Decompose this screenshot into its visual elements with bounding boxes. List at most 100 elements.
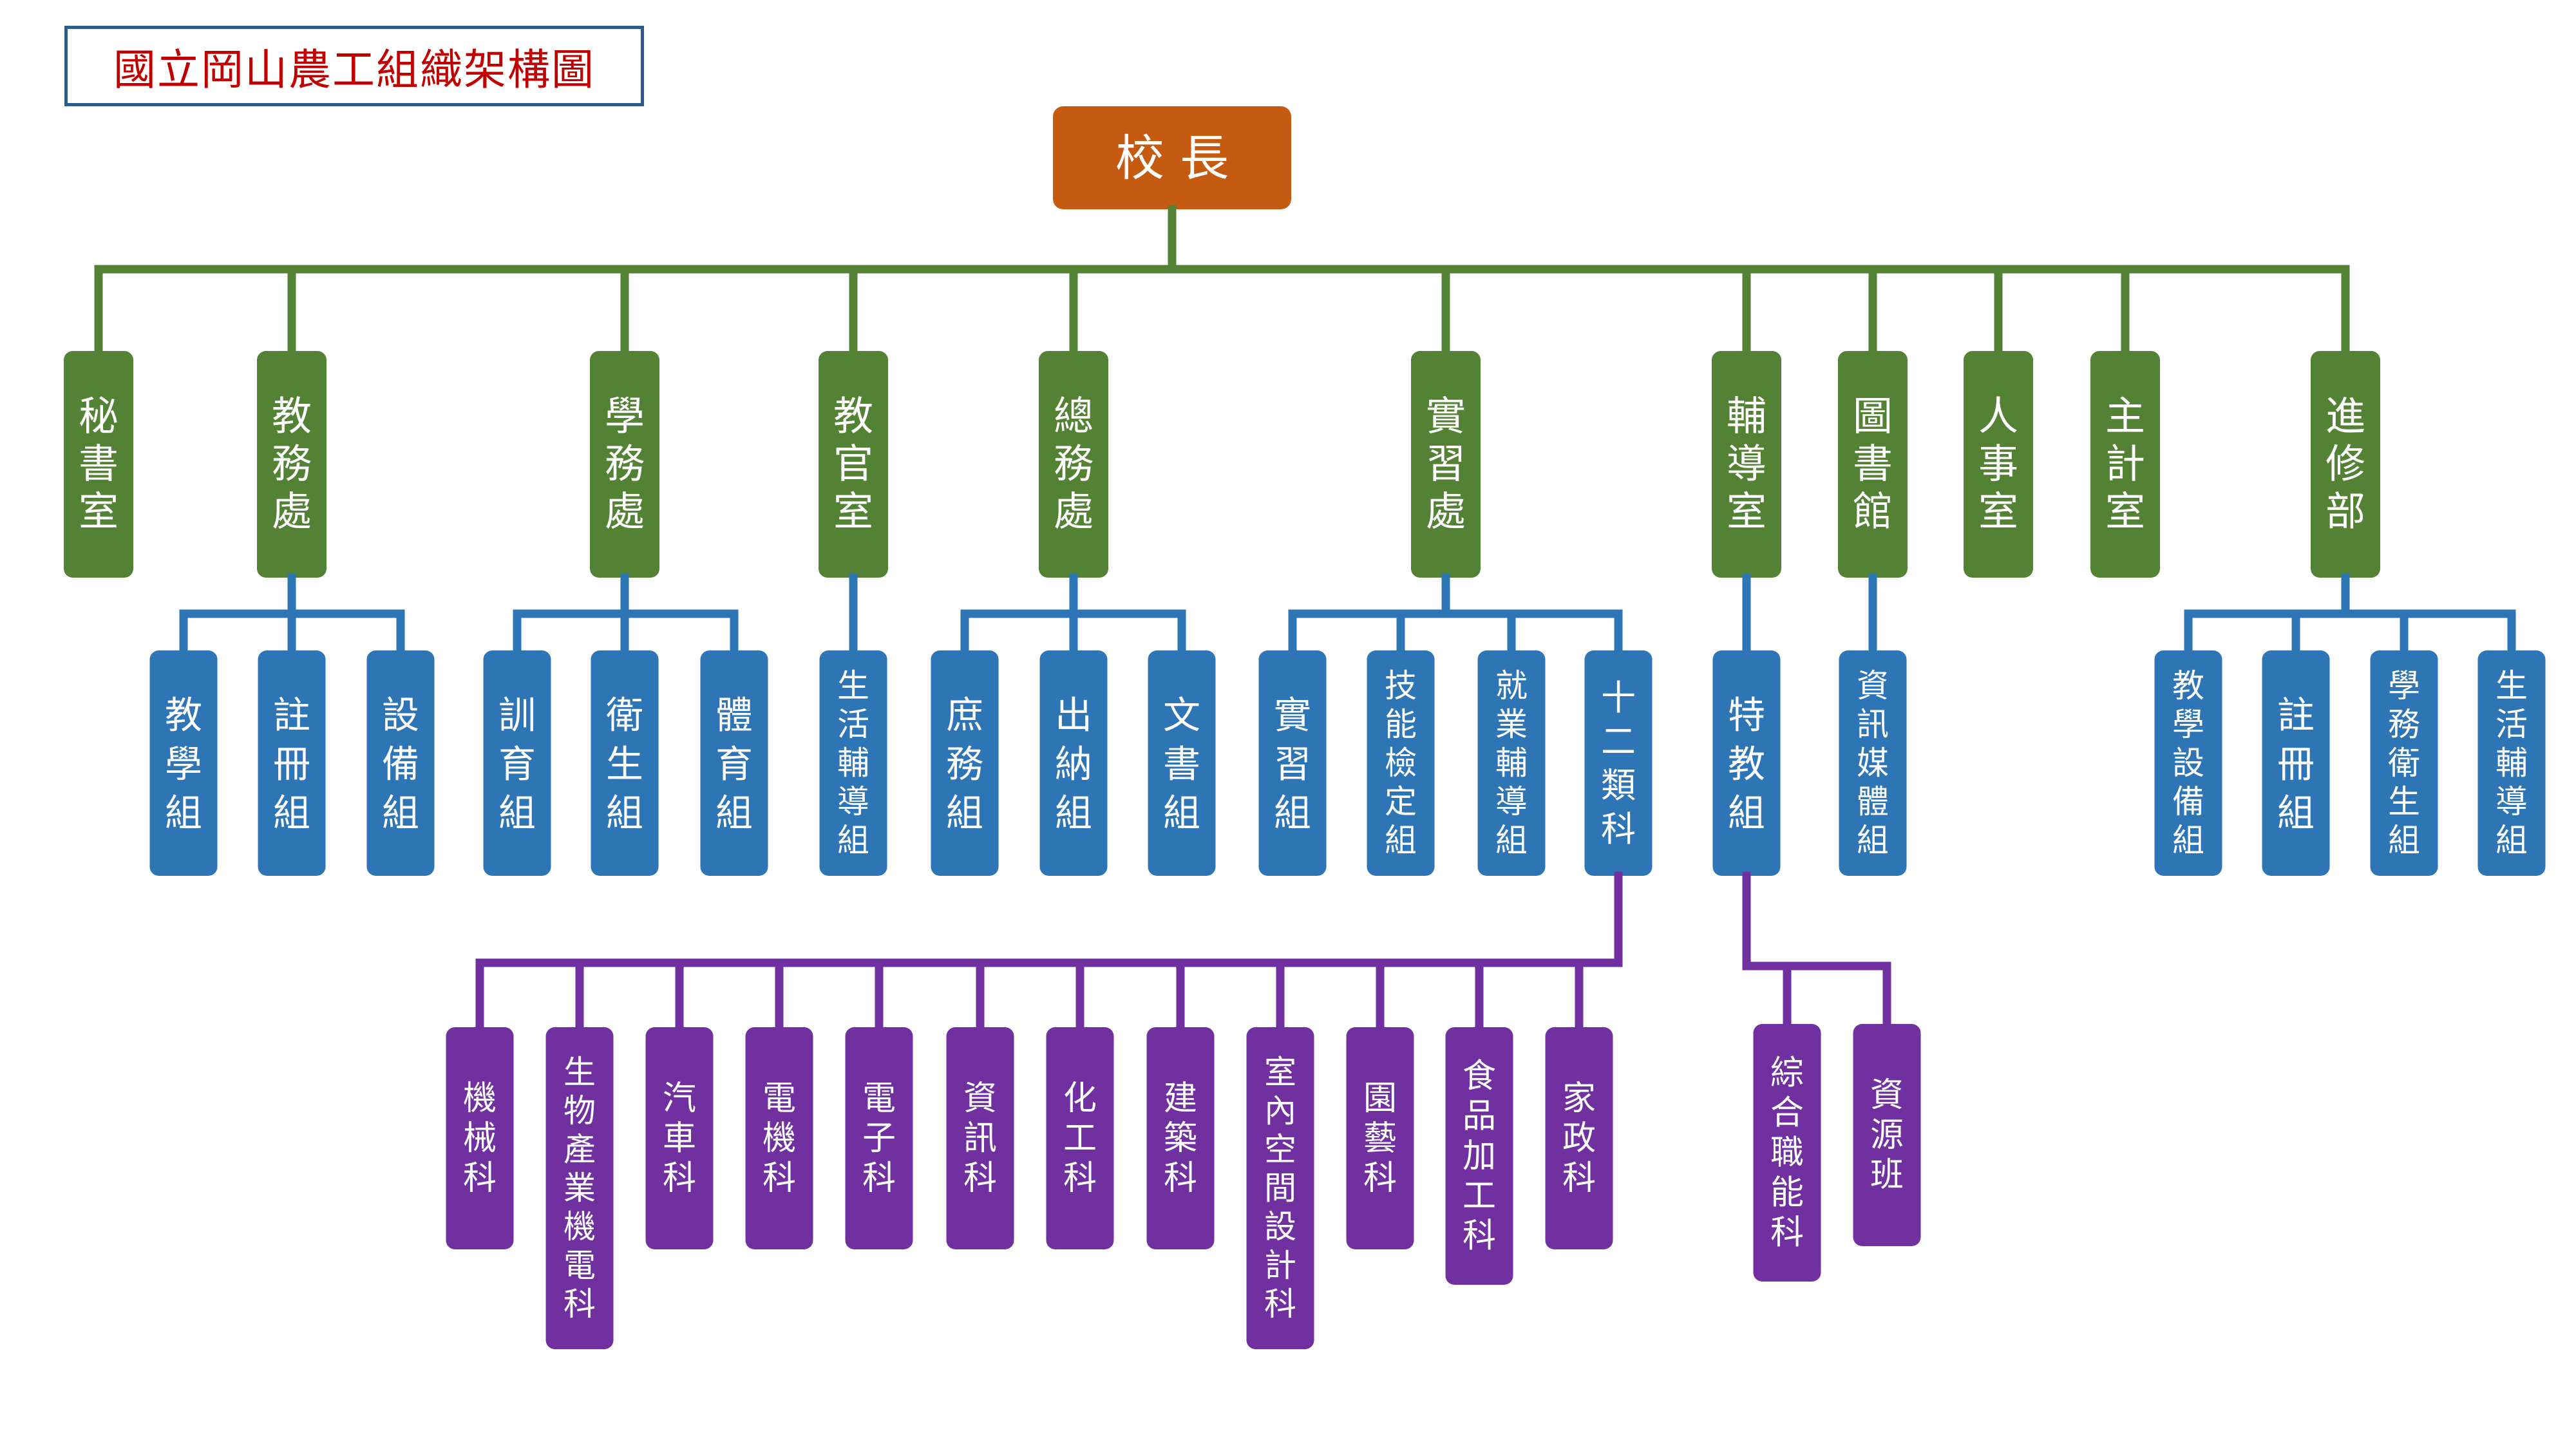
level2-node-char: 組	[1274, 791, 1311, 835]
level1-node-continuing[interactable]: 進修部	[2311, 351, 2380, 578]
level2-node-char: 備	[2172, 783, 2204, 820]
chart-title-box: 國立岡山農工組織架構圖	[64, 26, 644, 106]
level3-node-char: 科	[862, 1159, 896, 1198]
level2-node[interactable]: 體育組	[700, 650, 768, 876]
level2-node[interactable]: 出納組	[1039, 650, 1108, 876]
level3-node-char: 機	[762, 1119, 796, 1158]
level1-node-military-char: 官	[833, 440, 873, 488]
level3-node[interactable]: 電子科	[845, 1027, 913, 1249]
level3-node-char: 家	[1562, 1079, 1596, 1118]
level3-node[interactable]: 園藝科	[1346, 1027, 1414, 1249]
level3-node-char: 園	[1363, 1079, 1397, 1118]
level2-node-char: 訓	[498, 693, 536, 737]
level1-node-counseling[interactable]: 輔導室	[1712, 351, 1781, 578]
level1-node-military-char: 室	[833, 488, 873, 535]
level1-node-accounting[interactable]: 主計室	[2090, 351, 2160, 578]
level3-node-char: 業	[564, 1170, 596, 1207]
level2-node-char: 定	[1385, 783, 1417, 820]
level1-node-general-affairs[interactable]: 總務處	[1039, 351, 1108, 578]
level1-node-personnel[interactable]: 人事室	[1964, 351, 2033, 578]
root-principal-node[interactable]: 校 長	[1053, 106, 1291, 209]
level2-node-char: 導	[2496, 783, 2528, 820]
level1-node-student-affairs[interactable]: 學務處	[590, 351, 659, 578]
level2-node[interactable]: 訓育組	[483, 650, 551, 876]
level3-node-char: 械	[463, 1119, 497, 1158]
level2-node-char: 備	[382, 742, 419, 786]
level2-node[interactable]: 註冊組	[2262, 650, 2330, 876]
level2-node[interactable]: 衛生組	[591, 650, 659, 876]
level2-node-char: 設	[2172, 744, 2204, 782]
level3-node-char: 源	[1870, 1116, 1904, 1155]
level2-node[interactable]: 實習組	[1258, 650, 1327, 876]
level2-node[interactable]: 設備組	[366, 650, 435, 876]
level1-node-secretary-char: 書	[79, 440, 118, 488]
level2-node[interactable]: 教學組	[149, 650, 218, 876]
level1-node-secretary-char: 秘	[79, 393, 118, 440]
level3-node[interactable]: 汽車科	[645, 1027, 714, 1249]
level3-node-char: 加	[1463, 1137, 1496, 1175]
level1-node-counseling-char: 導	[1727, 440, 1766, 488]
level1-node-continuing-char: 修	[2325, 440, 2365, 488]
level2-node-char: 教	[165, 693, 202, 737]
level3-node[interactable]: 資訊科	[946, 1027, 1014, 1249]
level2-node-char: 學	[2172, 706, 2204, 743]
level3-node-char: 職	[1770, 1133, 1804, 1172]
level1-node-practice[interactable]: 實習處	[1411, 351, 1481, 578]
level2-node-char: 活	[837, 706, 869, 743]
level2-node[interactable]: 庶務組	[931, 650, 999, 876]
level1-node-library-char: 圖	[1853, 393, 1893, 440]
level2-node[interactable]: 文書組	[1148, 650, 1216, 876]
level2-node-char: 組	[837, 822, 869, 859]
level3-node-char: 電	[564, 1247, 596, 1284]
level3-node-char: 室	[1264, 1054, 1296, 1091]
level1-node-student-affairs-char: 學	[605, 393, 645, 440]
level3-node-char: 能	[1770, 1173, 1804, 1212]
level2-node-char: 媒	[1857, 744, 1889, 782]
level3-node-char: 科	[463, 1159, 497, 1198]
level2-node[interactable]: 特教組	[1712, 650, 1781, 876]
level3-node[interactable]: 機械科	[446, 1027, 514, 1249]
level2-node[interactable]: 註冊組	[258, 650, 326, 876]
level3-node-char: 內	[1264, 1092, 1296, 1130]
level3-node[interactable]: 電機科	[745, 1027, 813, 1249]
level1-node-academic[interactable]: 教務處	[257, 351, 327, 578]
level3-node-char: 子	[862, 1119, 896, 1158]
level3-node-char: 機	[463, 1079, 497, 1118]
level2-node-char: 二	[1601, 721, 1636, 762]
level1-node-military[interactable]: 教官室	[819, 351, 888, 578]
level2-node-char: 能	[1385, 706, 1417, 743]
level3-node-char: 電	[862, 1079, 896, 1118]
level3-node-char: 建	[1164, 1079, 1197, 1118]
level1-node-student-affairs-char: 務	[605, 440, 645, 488]
level3-node-char: 科	[762, 1159, 796, 1198]
level3-node[interactable]: 化工科	[1046, 1027, 1114, 1249]
level2-node-char: 冊	[273, 742, 310, 786]
level3-node-char: 物	[564, 1092, 596, 1130]
level3-node[interactable]: 建築科	[1146, 1027, 1215, 1249]
level2-node-char: 檢	[1385, 744, 1417, 782]
level3-node-char: 資	[1870, 1076, 1904, 1115]
level1-node-library[interactable]: 圖書館	[1838, 351, 1908, 578]
level2-node-char: 業	[1495, 706, 1528, 743]
level3-node[interactable]: 資源班	[1853, 1024, 1921, 1246]
level3-node-char: 科	[564, 1285, 596, 1323]
level2-node-char: 冊	[2277, 742, 2315, 786]
level2-node-char: 技	[1385, 667, 1417, 705]
level2-node-char: 育	[715, 742, 753, 786]
level3-node-char: 車	[663, 1119, 696, 1158]
level2-node-char: 學	[165, 742, 202, 786]
level3-node[interactable]: 家政科	[1545, 1027, 1613, 1249]
level1-node-secretary[interactable]: 秘書室	[64, 351, 133, 578]
